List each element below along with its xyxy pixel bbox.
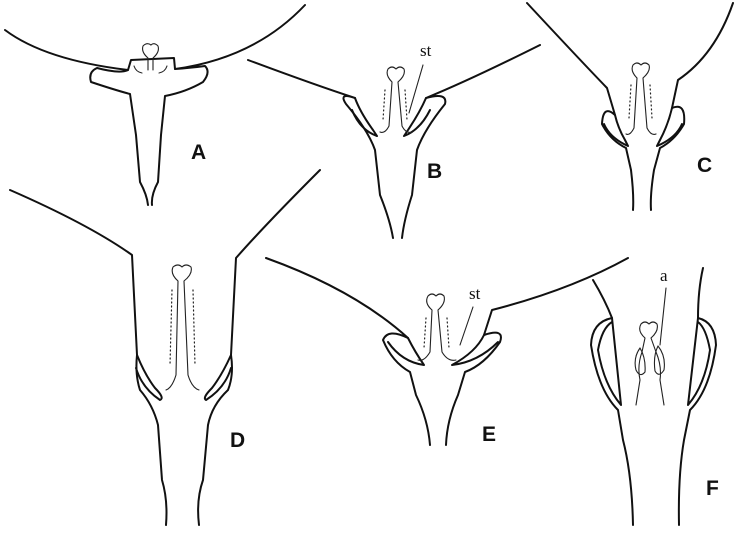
panel-d-stigmatic-dots bbox=[170, 290, 195, 365]
panel-e: st E bbox=[266, 258, 628, 446]
panel-a-body-outline bbox=[5, 5, 305, 205]
panel-f-a-leader bbox=[660, 288, 666, 345]
panel-b-annotation-st: st bbox=[420, 41, 432, 60]
panel-a-label: A bbox=[191, 141, 206, 164]
panel-b-st-leader bbox=[409, 65, 423, 113]
panel-f: a F bbox=[591, 266, 719, 525]
panel-c-label: C bbox=[697, 154, 712, 177]
panel-d-body-outline bbox=[10, 170, 320, 525]
panel-b-stigmatic-dots bbox=[383, 90, 407, 120]
panel-b: st B bbox=[248, 41, 540, 238]
panel-f-style bbox=[636, 322, 664, 405]
panel-a: A bbox=[5, 5, 305, 205]
panel-e-st-leader bbox=[460, 307, 473, 345]
panel-e-stigmatic-dots bbox=[424, 318, 449, 348]
panel-e-style bbox=[418, 294, 456, 360]
panel-b-style bbox=[380, 67, 412, 132]
panel-d-lateral-lobes bbox=[136, 355, 231, 400]
panel-b-label: B bbox=[427, 160, 442, 183]
panel-e-annotation-st: st bbox=[469, 284, 481, 303]
panel-f-annotation-a: a bbox=[660, 266, 668, 285]
panel-f-body-outline bbox=[591, 268, 716, 525]
panel-b-body-outline bbox=[248, 45, 540, 238]
panel-e-lateral-lobes bbox=[388, 335, 498, 365]
panel-f-label: F bbox=[706, 477, 719, 500]
panel-c-style bbox=[626, 63, 656, 134]
panel-d-label: D bbox=[230, 429, 245, 452]
panel-c-body-outline bbox=[527, 3, 733, 210]
panel-d: D bbox=[10, 170, 320, 525]
panel-e-body-outline bbox=[266, 258, 628, 445]
panel-c: C bbox=[527, 3, 733, 210]
panel-e-label: E bbox=[482, 423, 496, 446]
panel-c-stigmatic-dots bbox=[629, 85, 652, 118]
